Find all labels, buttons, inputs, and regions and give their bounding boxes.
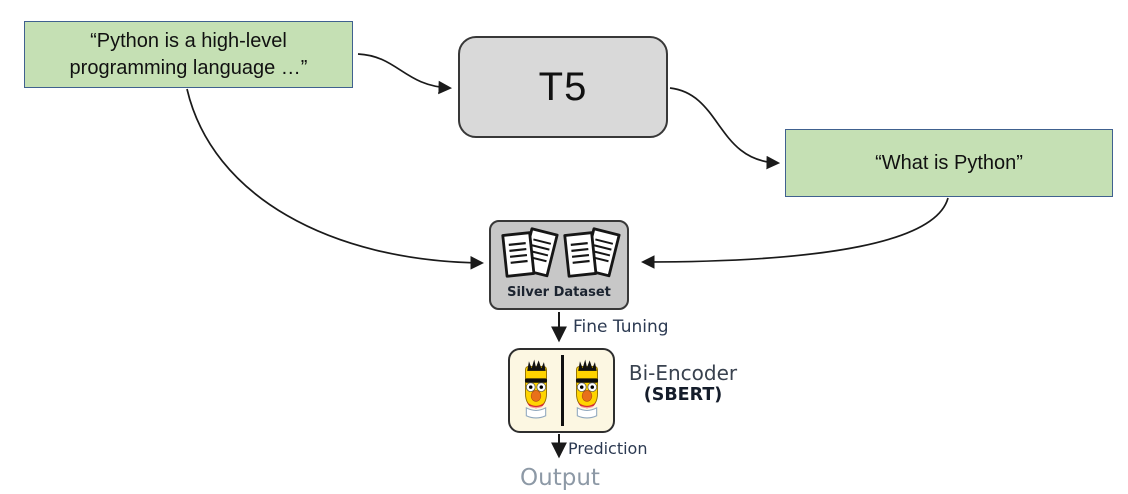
stacked-documents-icon: [501, 227, 621, 278]
edge-passage-to-silver-dataset: [186, 88, 485, 270]
query-label: “What is Python”: [875, 151, 1023, 174]
silver-dataset-node[interactable]: Silver Dataset: [489, 220, 629, 310]
bi-encoder-node[interactable]: [508, 348, 615, 433]
query-node[interactable]: “What is Python”: [785, 129, 1113, 197]
edge-t5-to-query: [669, 87, 781, 170]
t5-label: T5: [538, 64, 588, 109]
passage-node[interactable]: “Python is a high-level programming lang…: [24, 21, 353, 88]
edge-query-to-silver-dataset: [640, 197, 949, 269]
bi-encoder-label-block: Bi-Encoder (SBERT): [623, 362, 743, 406]
passage-text-line1: “Python is a high-level: [90, 29, 287, 52]
silver-dataset-label: Silver Dataset: [507, 285, 611, 300]
passage-text-line2: programming language …”: [69, 56, 308, 79]
edge-passage-to-t5: [357, 53, 453, 95]
output-label: Output: [520, 465, 600, 491]
prediction-edge-label: Prediction: [568, 439, 648, 458]
bi-encoder-sublabel: (SBERT): [643, 385, 723, 405]
t5-node[interactable]: T5: [458, 36, 668, 138]
bi-encoder-label: Bi-Encoder: [628, 361, 738, 385]
bert-face-icon: [576, 359, 598, 419]
bert-face-icon: [525, 359, 547, 419]
bi-encoder-divider: [561, 355, 564, 426]
fine-tuning-edge-label: Fine Tuning: [573, 317, 669, 337]
